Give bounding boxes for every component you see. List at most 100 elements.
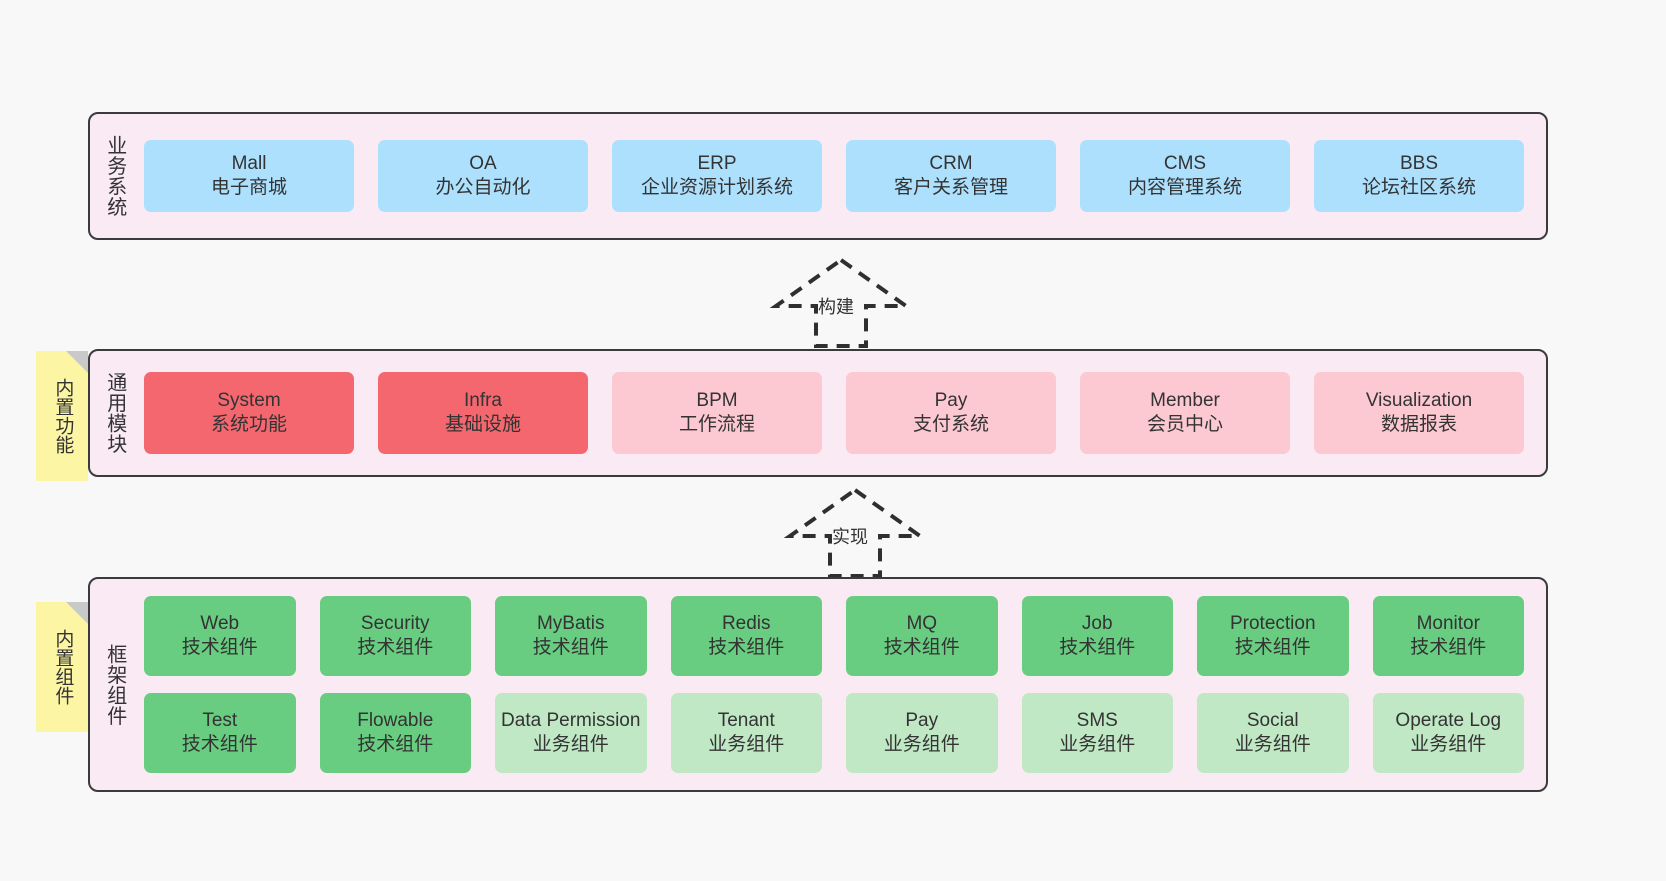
node-infra-cn: 基础设施 (444, 414, 521, 435)
node-mq-cn: 技术组件 (883, 637, 960, 658)
layer-framework-component-row-tech: Web 技术组件 Security 技术组件 MyBatis 技术组件 Redi… (144, 596, 1524, 676)
node-member[interactable]: Member 会员中心 (1080, 372, 1290, 454)
node-cms-en: CMS (1163, 153, 1207, 175)
node-redis[interactable]: Redis 技术组件 (670, 596, 822, 676)
node-test-en: Test (202, 710, 238, 732)
node-mybatis-cn: 技术组件 (532, 637, 609, 658)
node-oa[interactable]: OA 办公自动化 (378, 140, 588, 212)
node-mall[interactable]: Mall 电子商城 (144, 140, 354, 212)
node-operate-log[interactable]: Operate Log 业务组件 (1372, 693, 1524, 773)
node-tenant-en: Tenant (717, 710, 775, 732)
node-test[interactable]: Test 技术组件 (144, 693, 296, 773)
node-pay-module-en: Pay (934, 390, 968, 412)
node-mybatis-en: MyBatis (536, 613, 605, 635)
node-mq[interactable]: MQ 技术组件 (846, 596, 998, 676)
sticky-note-builtin-feature-label: 内置功能 (52, 378, 74, 454)
node-security-cn: 技术组件 (357, 637, 434, 658)
node-operate-log-cn: 业务组件 (1410, 734, 1487, 755)
node-monitor[interactable]: Monitor 技术组件 (1372, 596, 1524, 676)
node-bpm-en: BPM (696, 390, 738, 412)
node-mall-cn: 电子商城 (210, 177, 287, 198)
node-pay-component-en: Pay (905, 710, 939, 732)
layer-framework-component-title: 框架组件 (103, 643, 126, 726)
node-member-cn: 会员中心 (1146, 414, 1223, 435)
connector-build: 构建 (756, 256, 926, 348)
layer-framework-component-row-business: Test 技术组件 Flowable 技术组件 Data Permission … (144, 693, 1524, 773)
node-web[interactable]: Web 技术组件 (144, 596, 296, 676)
node-social[interactable]: Social 业务组件 (1197, 693, 1349, 773)
layer-common-module: 通用模块 System 系统功能 Infra 基础设施 BPM 工作流程 Pay… (88, 349, 1548, 477)
node-sms[interactable]: SMS 业务组件 (1021, 693, 1173, 773)
node-data-permission[interactable]: Data Permission 业务组件 (495, 693, 647, 773)
node-flowable[interactable]: Flowable 技术组件 (319, 693, 471, 773)
node-flowable-en: Flowable (357, 710, 434, 732)
node-mybatis[interactable]: MyBatis 技术组件 (495, 596, 647, 676)
node-web-cn: 技术组件 (181, 637, 258, 658)
node-sms-en: SMS (1076, 710, 1118, 732)
layer-common-module-row: System 系统功能 Infra 基础设施 BPM 工作流程 Pay 支付系统… (144, 372, 1524, 454)
node-bbs-en: BBS (1399, 153, 1439, 175)
node-security-en: Security (360, 613, 430, 635)
dashed-hollow-arrow-up-icon (769, 257, 913, 348)
node-monitor-en: Monitor (1416, 613, 1480, 635)
node-tenant[interactable]: Tenant 业务组件 (670, 693, 822, 773)
node-protection-cn: 技术组件 (1234, 637, 1311, 658)
node-test-cn: 技术组件 (181, 734, 258, 755)
node-pay-component[interactable]: Pay 业务组件 (846, 693, 998, 773)
sticky-fold-corner-icon (66, 351, 88, 373)
node-system[interactable]: System 系统功能 (144, 372, 354, 454)
node-system-en: System (217, 390, 281, 412)
node-system-cn: 系统功能 (210, 414, 287, 435)
node-data-permission-en: Data Permission (501, 710, 641, 732)
node-crm-cn: 客户关系管理 (893, 177, 1008, 198)
node-redis-en: Redis (721, 613, 771, 635)
node-sms-cn: 业务组件 (1059, 734, 1136, 755)
node-pay-module[interactable]: Pay 支付系统 (846, 372, 1056, 454)
node-erp-en: ERP (697, 153, 737, 175)
sticky-note-builtin-component: 内置组件 (36, 602, 88, 732)
sticky-note-builtin-component-label: 内置组件 (52, 629, 74, 705)
node-tenant-cn: 业务组件 (708, 734, 785, 755)
sticky-note-builtin-feature: 内置功能 (36, 351, 88, 481)
layer-business-system-row: Mall 电子商城 OA 办公自动化 ERP 企业资源计划系统 CRM 客户关系… (144, 140, 1524, 212)
connector-implement-label: 实现 (832, 527, 868, 547)
node-pay-component-cn: 业务组件 (883, 734, 960, 755)
layer-business-system-title: 业务系统 (103, 135, 126, 217)
node-job-cn: 技术组件 (1059, 637, 1136, 658)
node-protection[interactable]: Protection 技术组件 (1197, 596, 1349, 676)
node-job-en: Job (1081, 613, 1113, 635)
node-visualization-cn: 数据报表 (1380, 414, 1457, 435)
layer-framework-component: 框架组件 Web 技术组件 Security 技术组件 MyBatis 技术组件… (88, 577, 1548, 792)
node-oa-cn: 办公自动化 (435, 177, 531, 198)
node-bbs-cn: 论坛社区系统 (1361, 177, 1476, 198)
node-protection-en: Protection (1229, 613, 1316, 635)
node-redis-cn: 技术组件 (708, 637, 785, 658)
node-member-en: Member (1150, 390, 1220, 412)
connector-implement: 实现 (770, 486, 940, 578)
node-erp-cn: 企业资源计划系统 (640, 177, 793, 198)
node-social-cn: 业务组件 (1234, 734, 1311, 755)
node-crm-en: CRM (929, 153, 973, 175)
node-visualization[interactable]: Visualization 数据报表 (1314, 372, 1524, 454)
node-operate-log-en: Operate Log (1395, 710, 1502, 732)
node-bpm[interactable]: BPM 工作流程 (612, 372, 822, 454)
node-infra[interactable]: Infra 基础设施 (378, 372, 588, 454)
node-web-en: Web (200, 613, 240, 635)
node-erp[interactable]: ERP 企业资源计划系统 (612, 140, 822, 212)
node-security[interactable]: Security 技术组件 (319, 596, 471, 676)
layer-business-system: 业务系统 Mall 电子商城 OA 办公自动化 ERP 企业资源计划系统 CRM… (88, 112, 1548, 240)
node-job[interactable]: Job 技术组件 (1021, 596, 1173, 676)
connector-build-label: 构建 (818, 297, 854, 317)
dashed-hollow-arrow-up-icon (783, 487, 927, 578)
node-bpm-cn: 工作流程 (678, 414, 755, 435)
node-monitor-cn: 技术组件 (1410, 637, 1487, 658)
node-data-permission-cn: 业务组件 (532, 734, 609, 755)
layer-business-system-body: Mall 电子商城 OA 办公自动化 ERP 企业资源计划系统 CRM 客户关系… (138, 114, 1546, 238)
node-bbs[interactable]: BBS 论坛社区系统 (1314, 140, 1524, 212)
node-flowable-cn: 技术组件 (357, 734, 434, 755)
node-visualization-en: Visualization (1365, 390, 1473, 412)
node-cms[interactable]: CMS 内容管理系统 (1080, 140, 1290, 212)
node-crm[interactable]: CRM 客户关系管理 (846, 140, 1056, 212)
layer-framework-component-body: Web 技术组件 Security 技术组件 MyBatis 技术组件 Redi… (138, 579, 1546, 790)
